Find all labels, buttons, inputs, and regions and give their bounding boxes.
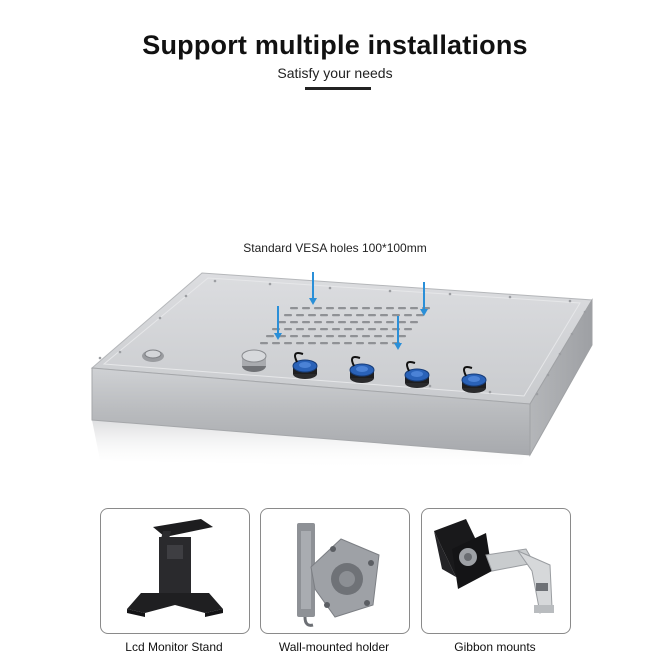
vent-slot [290,335,298,338]
mount-card-stand[interactable] [100,508,250,634]
vent-slot [308,314,316,317]
vent-slot [356,328,364,331]
title-underline [305,87,371,90]
vesa-holes-label: Standard VESA holes 100*100mm [243,241,427,255]
vent-slot [344,314,352,317]
vent-slot [338,321,346,324]
vent-slot [326,335,334,338]
vent-slots [260,307,430,345]
panel-pc-back-image [90,272,593,470]
vent-slot [386,307,394,310]
vent-slot [368,342,376,345]
vent-slot [410,307,418,310]
vent-slot [302,307,310,310]
vent-slot [296,314,304,317]
vent-slot [344,342,352,345]
vent-slot [332,328,340,331]
round-connector [241,349,267,372]
vent-slot [380,342,388,345]
gibbon-mount-image [434,519,554,614]
vent-slot [302,335,310,338]
vent-slot [356,314,364,317]
vent-slot [326,307,334,310]
vent-slot [350,321,358,324]
mount-label-stand: Lcd Monitor Stand [125,640,223,654]
page-subtitle: Satisfy your needs [277,65,393,81]
mount-label-gibbon: Gibbon mounts [454,640,536,654]
vent-slot [314,307,322,310]
power-button [142,349,164,362]
vent-slot [260,342,268,345]
waterproof-connector [349,356,375,383]
vent-slot [362,307,370,310]
vent-slot [374,321,382,324]
vent-slot [320,314,328,317]
vent-slot [314,321,322,324]
vent-slot [386,335,394,338]
vent-slot [284,328,292,331]
vent-slot [290,307,298,310]
vent-slot [416,314,424,317]
vent-slot [296,328,304,331]
vent-slot [308,342,316,345]
vesa-arrow-icon [309,272,317,305]
vent-slot [308,328,316,331]
vent-slot [368,314,376,317]
vent-slot [344,328,352,331]
page-title: Support multiple installations [142,30,528,60]
monitor-stand-image [127,519,223,617]
vesa-arrow-icon [274,306,282,340]
vesa-arrow-icon [420,282,428,316]
vent-slot [278,321,286,324]
vent-slot [368,328,376,331]
vent-slot [350,307,358,310]
vent-slot [320,328,328,331]
mount-card-gibbon[interactable] [421,508,571,634]
vent-slot [332,342,340,345]
vent-slot [314,335,322,338]
vent-slot [296,342,304,345]
vent-slot [338,335,346,338]
mount-card-wall[interactable] [260,508,410,634]
vent-slot [272,342,280,345]
vent-slot [392,314,400,317]
vesa-arrow-icon [394,316,402,350]
vent-slot [284,342,292,345]
vent-slot [332,314,340,317]
vent-slot [398,321,406,324]
vent-slot [320,342,328,345]
mount-label-wall: Wall-mounted holder [278,640,390,654]
vent-slot [338,307,346,310]
vent-slot [362,335,370,338]
vent-slot [374,307,382,310]
vent-slot [302,321,310,324]
vent-slot [380,328,388,331]
vent-slot [290,321,298,324]
waterproof-connector [404,361,430,388]
vent-slot [326,321,334,324]
waterproof-connector [292,352,318,379]
vent-slot [380,314,388,317]
vent-slot [350,335,358,338]
vent-slot [386,321,394,324]
vent-slot [356,342,364,345]
waterproof-connector [461,366,487,393]
vent-slot [284,314,292,317]
wall-holder-image [297,523,380,627]
vent-slot [410,321,418,324]
vent-slot [266,335,274,338]
vent-slot [398,335,406,338]
vent-slot [374,335,382,338]
vent-slot [398,307,406,310]
vent-slot [404,328,412,331]
vent-slot [362,321,370,324]
vent-slot [404,314,412,317]
